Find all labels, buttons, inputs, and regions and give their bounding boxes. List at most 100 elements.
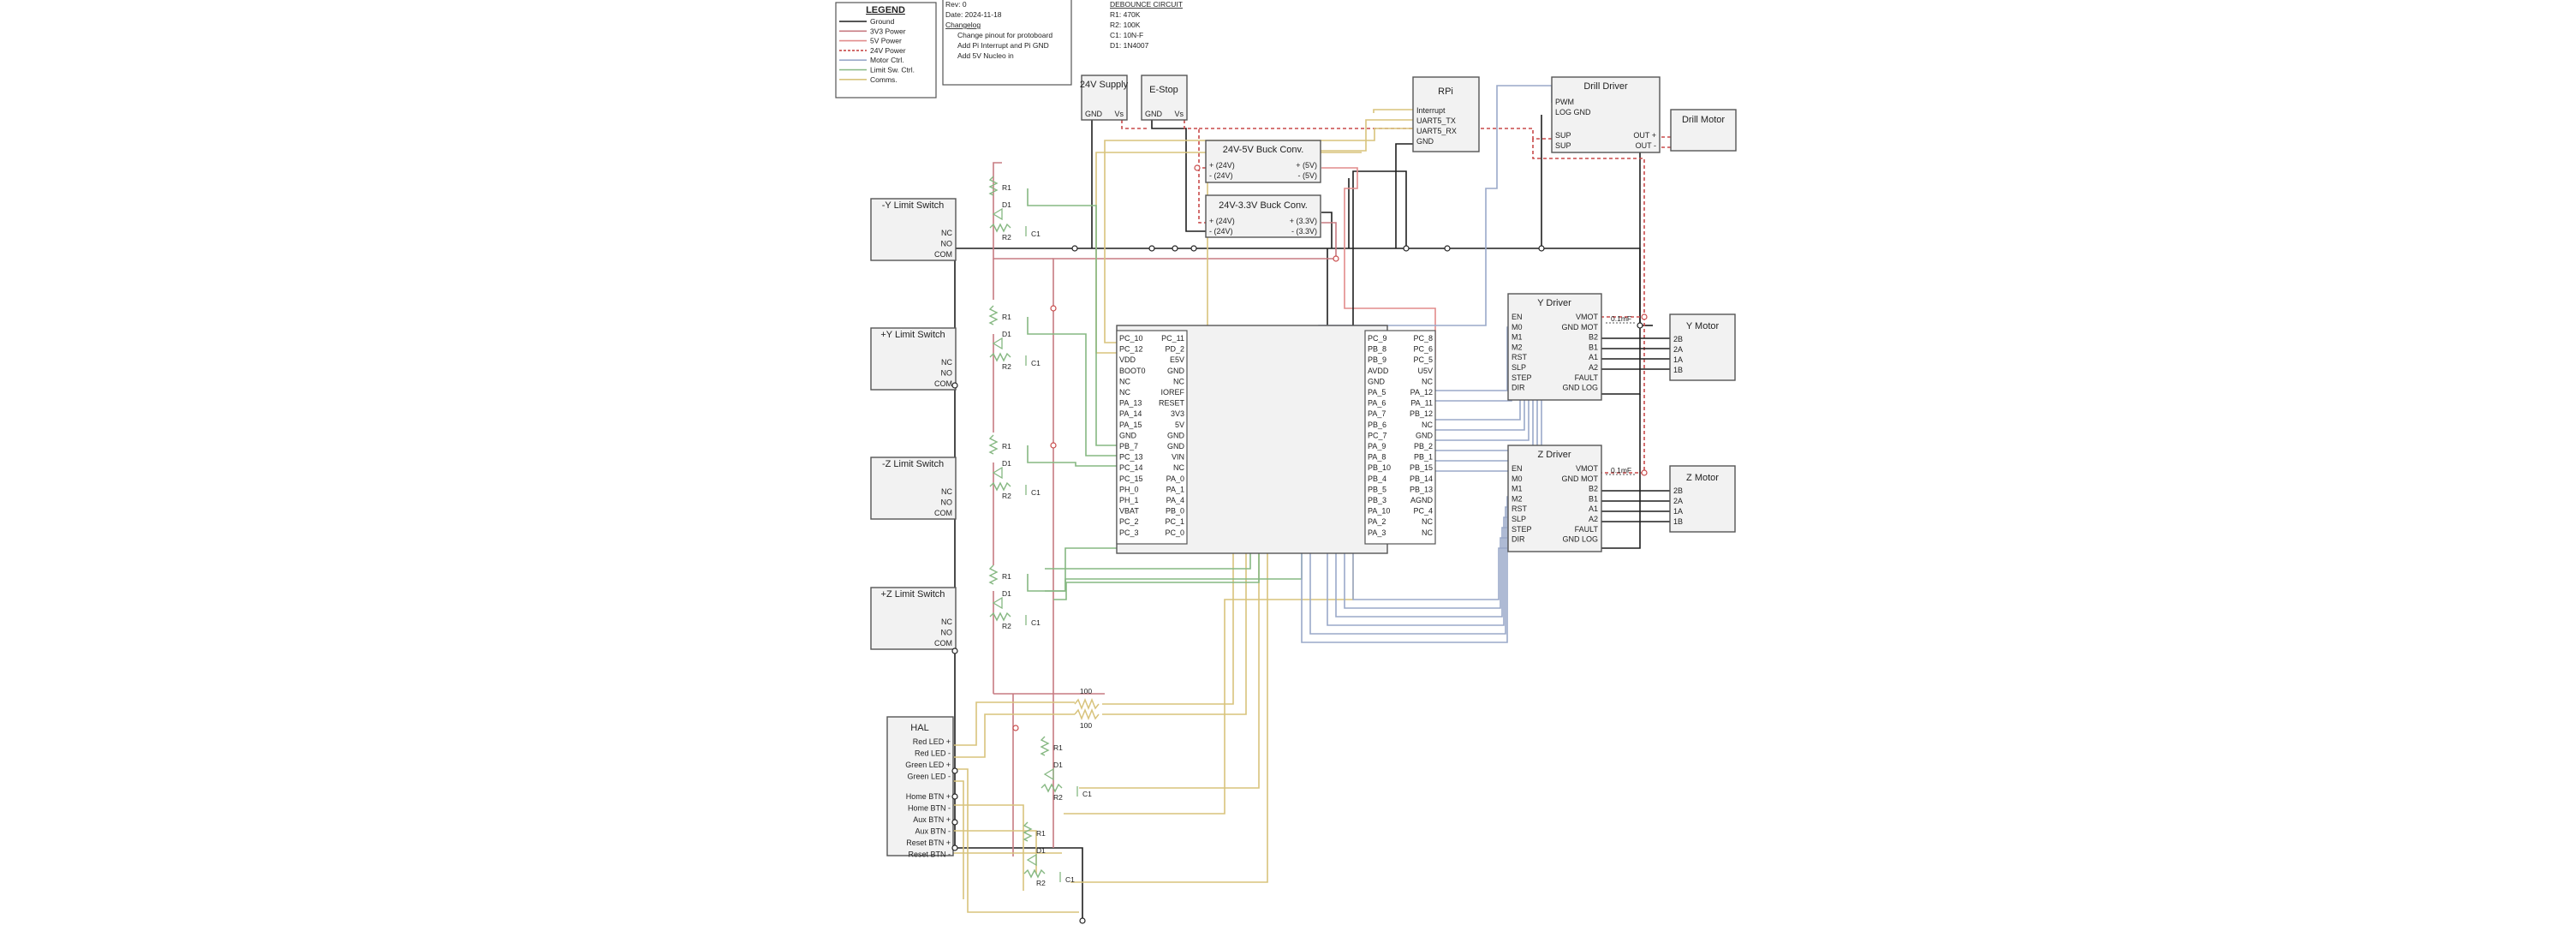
resistor-r2 [989, 223, 1011, 233]
limit-switch-pin: COM [934, 509, 952, 517]
hal-pin: Home BTN - [908, 804, 951, 813]
nucleo-pin: PC_12 [1119, 345, 1143, 354]
nucleo-pin: GND [1416, 431, 1434, 439]
limit-switch-pin: COM [934, 250, 952, 259]
driver-pin: SLP [1512, 363, 1526, 372]
nucleo-board: PC_10PC_12VDDBOOT0NCNCPA_13PA_14PA_15GND… [1116, 325, 1436, 554]
nucleo-pin: GND [1167, 442, 1185, 451]
power-24v-wire [1121, 120, 1148, 129]
rpi-title: RPi [1438, 87, 1453, 97]
hal-pin: Green LED - [907, 773, 951, 781]
driver-pin: B1 [1589, 343, 1598, 351]
nucleo-pin: AVDD [1368, 367, 1389, 375]
driver-title: Z Driver [1537, 450, 1571, 460]
driver-pin: GND MOT [1562, 323, 1599, 331]
nucleo-pin: NC [1173, 377, 1184, 385]
revision-rev: Rev: 0 [945, 0, 967, 9]
nucleo-pin: GND [1368, 377, 1386, 385]
r1-label: R1 [1002, 572, 1011, 581]
driver-box [1507, 293, 1602, 401]
driver-pin: A2 [1589, 515, 1598, 523]
drill-pin-pwm: PWM [1555, 98, 1574, 106]
limit-switch-title: -Y Limit Switch [882, 200, 945, 211]
legend-title: LEGEND [866, 5, 905, 15]
driver-pin: A2 [1589, 363, 1598, 372]
debounce-notes: DEBOUNCE CIRCUIT R1: 470K R2: 100K C1: 1… [1110, 0, 1183, 50]
nucleo-pin: NC [1422, 377, 1433, 385]
nucleo-pin: PC_9 [1368, 334, 1387, 343]
ground-wire [1352, 170, 1407, 248]
driver-pin: RST [1512, 504, 1528, 513]
junction-node [1071, 245, 1078, 252]
nucleo-pin: PC_6 [1413, 345, 1433, 354]
buck5-in-pos: + (24V) [1209, 161, 1235, 170]
hal-pin: Reset BTN + [906, 838, 951, 847]
nucleo-pin: VDD [1119, 355, 1136, 364]
drill-pin-out-neg: OUT - [1636, 141, 1656, 150]
d1-label: D1 [1053, 761, 1063, 769]
driver-pin: DIR [1512, 384, 1525, 392]
nucleo-pin: PA_9 [1368, 442, 1386, 451]
driver-pin: GND LOG [1562, 384, 1598, 392]
power-24v-wire [1184, 120, 1208, 169]
nucleo-pin: PB_7 [1119, 442, 1138, 451]
driver-pin: A1 [1589, 353, 1598, 361]
nucleo-pin: PB_1 [1414, 453, 1433, 462]
nucleo-pin: PC_2 [1119, 517, 1139, 526]
nucleo-pin: PC_1 [1165, 517, 1184, 526]
resistor-r2 [989, 352, 1011, 362]
limit-switch-box [870, 327, 957, 391]
d1-label: D1 [1002, 589, 1011, 598]
buck33-in-neg: - (24V) [1209, 227, 1233, 236]
junction-node [951, 819, 958, 826]
motor-pin: 2B [1673, 335, 1683, 343]
junction-node [1538, 245, 1545, 252]
resistor-r1 [1023, 821, 1033, 842]
nucleo-pin: PA_1 [1166, 485, 1184, 493]
limit-switch-pin: NC [941, 229, 952, 237]
diode-d1 [992, 466, 1003, 480]
nucleo-pin: NC [1422, 517, 1433, 526]
driver-pin: B2 [1589, 333, 1598, 342]
legend-label: Ground [870, 17, 895, 26]
junction-node [1172, 245, 1178, 252]
hal-pin: Red LED + [913, 737, 951, 746]
nucleo-pin: VIN [1172, 453, 1184, 462]
junction-node [951, 844, 958, 851]
nucleo-pin: 3V3 [1171, 409, 1184, 418]
nucleo-pin: PB_4 [1368, 474, 1386, 483]
power-5v-wire [1321, 167, 1436, 360]
estop: E-Stop GND Vs [1141, 75, 1188, 121]
legend-label: Motor Ctrl. [870, 56, 904, 64]
r2-label: R2 [1002, 492, 1011, 500]
buck33-title: 24V-3.3V Buck Conv. [1219, 200, 1308, 211]
junction-node [1194, 164, 1201, 171]
buck33-out-neg: - (3.3V) [1291, 227, 1317, 236]
nucleo-pin: 5V [1175, 421, 1184, 429]
driver-title: Y Driver [1537, 298, 1571, 308]
hal-pin: Reset BTN - [908, 850, 951, 859]
motor-pin: 2A [1673, 345, 1683, 354]
ground-wire [1639, 145, 1653, 248]
limit-switch-box [870, 457, 957, 520]
nucleo-pin: PA_15 [1119, 421, 1142, 429]
hal-pin: Home BTN + [906, 792, 951, 801]
junction-node [1333, 255, 1339, 262]
hal-res-top-label: 100 [1080, 687, 1092, 695]
estop-pin-gnd: GND [1145, 110, 1163, 118]
debounce-title: DEBOUNCE CIRCUIT [1110, 0, 1183, 9]
hal-wire [953, 713, 1075, 758]
nucleo-pin: PA_11 [1410, 399, 1433, 408]
hal-pin: Red LED - [915, 749, 951, 758]
r2-label: R2 [1002, 622, 1011, 630]
nucleo-pin: PC_5 [1413, 355, 1433, 364]
motor-pin: 1B [1673, 366, 1683, 374]
nucleo-pin: PB_9 [1368, 355, 1386, 364]
driver-pin: FAULT [1575, 525, 1599, 534]
